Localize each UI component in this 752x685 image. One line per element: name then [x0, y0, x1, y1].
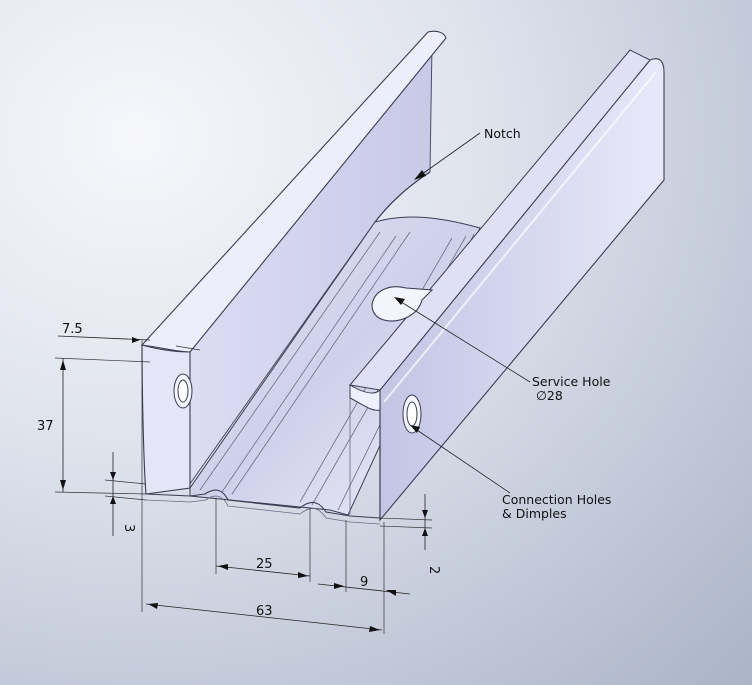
- right-web-outer: [379, 58, 665, 522]
- left-web-front: [141, 344, 191, 495]
- channel-body: [140, 30, 665, 525]
- dim-rib-spacing: 25: [256, 557, 273, 572]
- dimension-lines: [54, 335, 433, 634]
- callout-connection-line1: Connection Holes: [502, 492, 611, 507]
- dim-height: 37: [37, 419, 54, 434]
- dim-offset-left: 3: [121, 524, 136, 532]
- service-hole: [371, 286, 434, 322]
- callout-service-hole-dia: ∅28: [536, 388, 563, 403]
- dim-offset-right: 2: [426, 566, 441, 574]
- left-lip: [140, 30, 447, 353]
- connection-hole-right: [402, 394, 422, 434]
- callout-leaders: [394, 132, 531, 494]
- dim-width: 63: [256, 604, 273, 619]
- callout-connection-line2: & Dimples: [502, 506, 567, 521]
- callout-notch: Notch: [484, 126, 521, 141]
- dim-flange-lip: 7.5: [62, 322, 83, 337]
- right-web-inner: [349, 49, 651, 391]
- callout-service-hole: Service Hole: [532, 374, 611, 389]
- dim-rib-edge: 9: [360, 575, 368, 590]
- base-profile: [145, 489, 381, 519]
- connection-hole-left: [173, 373, 193, 409]
